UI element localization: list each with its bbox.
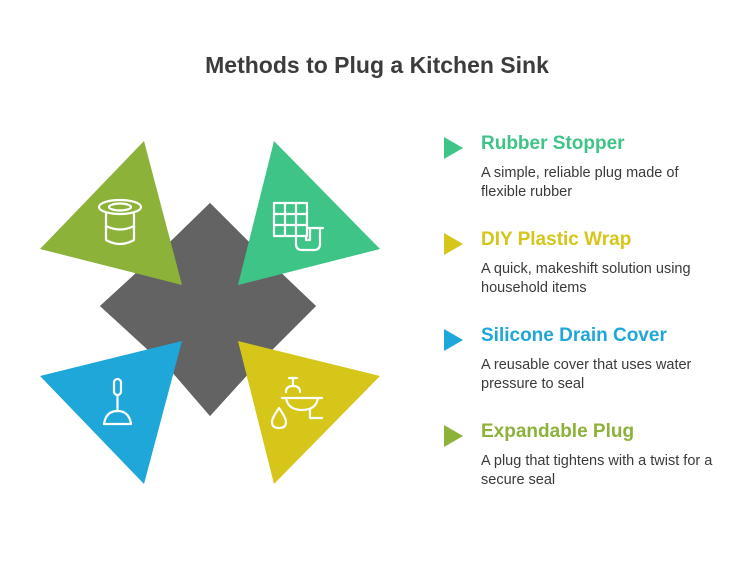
legend-item-title: Silicone Drain Cover (481, 325, 667, 346)
page-title: Methods to Plug a Kitchen Sink (205, 52, 549, 78)
faucet-drop-icon (270, 376, 324, 430)
plunger-icon (102, 377, 133, 426)
legend-item-description: A quick, makeshift solution using househ… (481, 261, 691, 296)
legend-item-title: DIY Plastic Wrap (481, 229, 632, 250)
quadrant-top-right[interactable] (238, 141, 380, 285)
legend-item-title: Rubber Stopper (481, 133, 625, 154)
play-marker-icon (444, 425, 463, 447)
legend-item-description: A reusable cover that uses water pressur… (481, 357, 692, 392)
legend-item-description: A simple, reliable plug made of flexible… (481, 165, 679, 200)
play-marker-icon (444, 233, 463, 255)
legend-item-title: Expandable Plug (481, 421, 635, 442)
legend-item-description: A plug that tightens with a twist for a … (481, 453, 713, 488)
sink-strainer-icon (97, 198, 143, 246)
play-marker-icon (444, 329, 463, 351)
play-marker-icon (444, 137, 463, 159)
tile-pipe-icon (272, 201, 325, 252)
